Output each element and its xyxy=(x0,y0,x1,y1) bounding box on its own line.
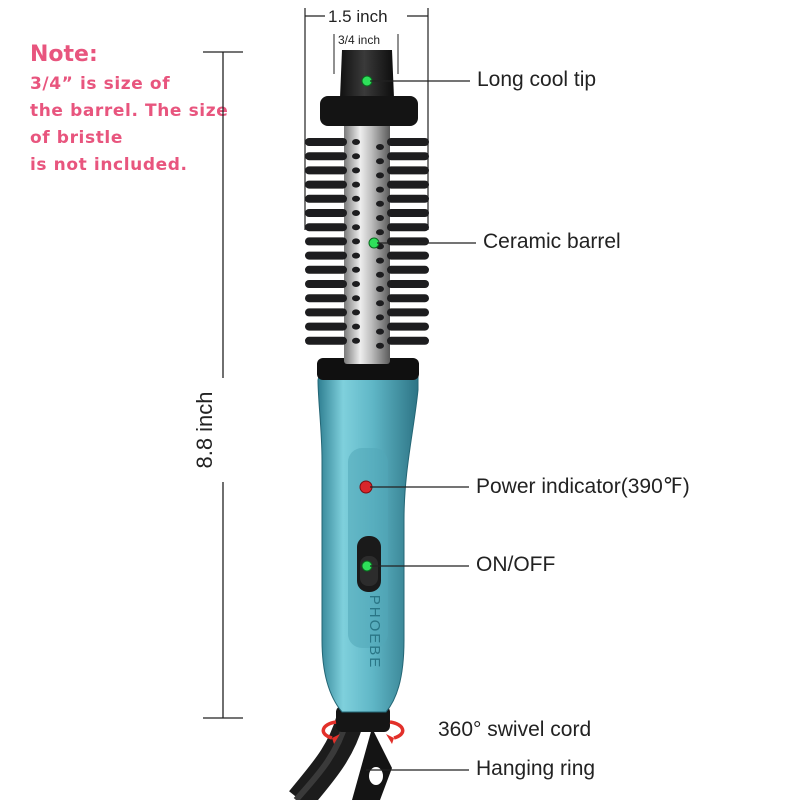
bristle-front xyxy=(352,266,360,273)
bristle-left xyxy=(305,209,347,217)
bristle-front xyxy=(352,252,360,259)
bristle-front xyxy=(352,181,360,188)
callout-cool-tip: Long cool tip xyxy=(477,68,597,91)
bristle-front xyxy=(376,286,384,292)
bristle-right xyxy=(387,152,429,161)
bristle-front xyxy=(352,153,360,160)
bristle-left xyxy=(305,322,347,331)
bristle-right xyxy=(387,265,429,274)
bristle-front xyxy=(352,210,360,216)
bristle-front xyxy=(376,271,384,278)
note-title: Note: xyxy=(30,42,98,67)
length-label: 8.8 inch xyxy=(192,391,217,468)
bristle-front xyxy=(352,224,360,231)
bristle-front xyxy=(376,229,384,236)
bristle-left xyxy=(305,280,347,288)
note-line-4: is not included. xyxy=(30,155,188,175)
bristle-left xyxy=(305,251,347,260)
callout-swivel: 360° swivel cord xyxy=(438,718,592,741)
note-line-3: of bristle xyxy=(30,128,123,148)
bristle-front xyxy=(376,257,384,264)
bristle-left xyxy=(305,336,347,345)
bristle-front xyxy=(376,200,384,207)
bristle-front xyxy=(376,215,384,221)
callout-power: Power indicator(390℉) xyxy=(476,475,690,498)
bristle-right xyxy=(387,209,429,217)
bristle-front xyxy=(352,139,360,145)
width-outer-label: 1.5 inch xyxy=(328,7,388,26)
ceramic-barrel-shaft xyxy=(344,118,390,364)
bristle-front xyxy=(376,186,384,193)
bristle-right xyxy=(387,180,429,189)
length-dimension xyxy=(203,51,243,719)
bristle-right xyxy=(387,322,429,331)
bristle-left xyxy=(305,308,347,317)
bristle-right xyxy=(387,194,429,203)
width-outer-dimension xyxy=(304,8,429,230)
bristle-front xyxy=(352,295,360,302)
note-line-2: the barrel. The size xyxy=(30,101,229,121)
callout-barrel: Ceramic barrel xyxy=(483,230,621,253)
bristle-right xyxy=(387,251,429,260)
bristle-right xyxy=(387,308,429,317)
bristle-right xyxy=(387,223,429,232)
callout-onoff: ON/OFF xyxy=(476,553,556,576)
bristle-left xyxy=(305,237,347,246)
bristle-front xyxy=(352,309,360,316)
bristle-left xyxy=(305,138,347,146)
bristle-left xyxy=(305,194,347,203)
swivel-arrow-head-left xyxy=(332,734,340,744)
bristle-right xyxy=(387,280,429,288)
callout-ring: Hanging ring xyxy=(476,757,596,780)
bristle-front xyxy=(376,172,384,179)
bristles xyxy=(305,138,429,349)
bristle-right xyxy=(387,237,429,246)
bristle-front xyxy=(352,281,360,287)
bristle-right xyxy=(387,166,429,175)
bristle-front xyxy=(376,144,384,150)
bristle-front xyxy=(352,167,360,174)
swivel-arrow-head-right xyxy=(386,734,394,744)
bristle-front xyxy=(352,323,360,330)
bristle-front xyxy=(352,337,360,344)
bristle-left xyxy=(305,294,347,303)
bristle-front xyxy=(352,195,360,202)
cool-tip xyxy=(340,50,394,98)
bristle-front xyxy=(376,314,384,321)
hanging-ring xyxy=(352,728,392,800)
bristle-left xyxy=(305,152,347,161)
bristle-right xyxy=(387,138,429,146)
width-barrel-dimension xyxy=(333,34,399,74)
bristle-left xyxy=(305,166,347,175)
brand-logo: PHOEBE xyxy=(366,595,383,670)
barrel-collar xyxy=(317,358,419,380)
bristle-front xyxy=(376,328,384,335)
bristle-front xyxy=(376,342,384,349)
bristle-front xyxy=(376,300,384,307)
bristle-right xyxy=(387,294,429,303)
bristle-left xyxy=(305,223,347,232)
bristle-front xyxy=(376,158,384,165)
bristle-right xyxy=(387,336,429,345)
bristle-left xyxy=(305,265,347,274)
bristle-left xyxy=(305,180,347,189)
swivel-arrows xyxy=(321,720,405,740)
tip-cap xyxy=(320,96,418,126)
note-line-1: 3/4” is size of xyxy=(30,74,171,94)
width-barrel-label: 3/4 inch xyxy=(338,33,381,47)
bristle-front xyxy=(352,238,360,245)
